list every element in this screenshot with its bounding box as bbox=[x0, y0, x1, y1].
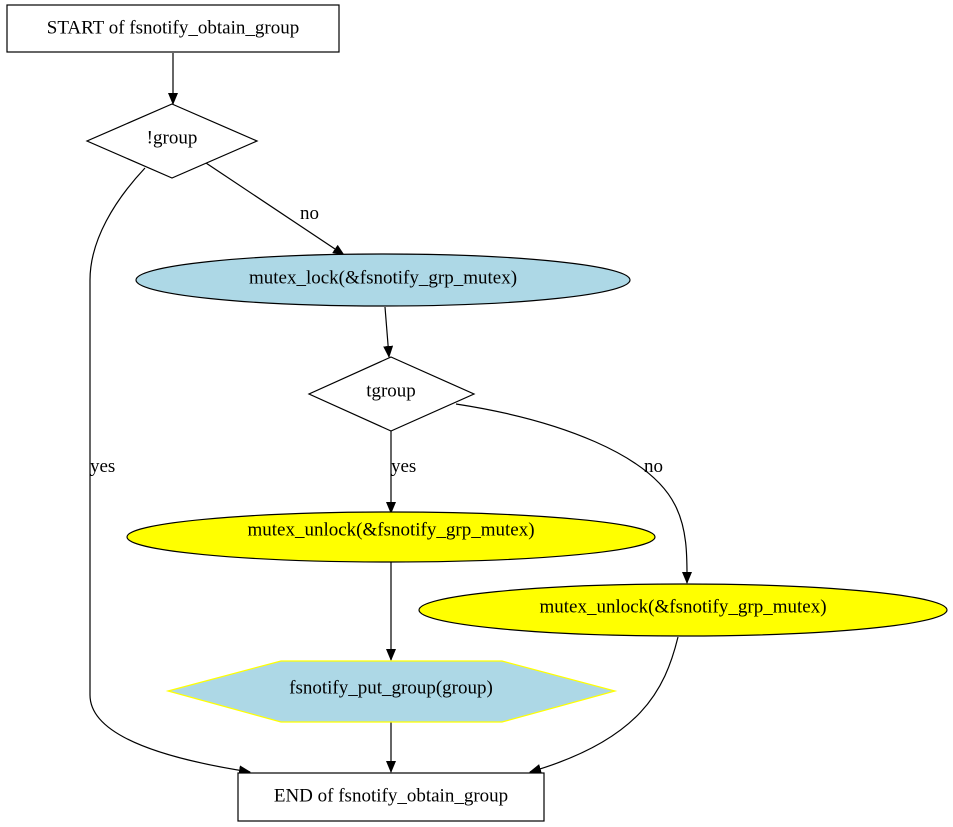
edge-lock-to-tgroup bbox=[383, 306, 394, 358]
edge-label-tgroup-yes: yes bbox=[391, 456, 416, 477]
edge-label-group-yes: yes bbox=[90, 456, 115, 477]
decision-tgroup-label: tgroup bbox=[366, 381, 416, 402]
decision-group: !group bbox=[85, 103, 259, 179]
edge-unlock-no-to-end bbox=[529, 636, 679, 774]
put-group-label: fsnotify_put_group(group) bbox=[289, 678, 493, 699]
edge-tgroup-no-to-unlock bbox=[455, 403, 693, 584]
edge-group-no-to-lock bbox=[205, 162, 345, 256]
lock-node: mutex_lock(&fsnotify_grp_mutex) bbox=[135, 253, 631, 307]
lock-label: mutex_lock(&fsnotify_grp_mutex) bbox=[249, 268, 517, 289]
edge-group-yes-to-end bbox=[89, 167, 251, 776]
decision-group-label: !group bbox=[147, 128, 198, 149]
decision-tgroup: tgroup bbox=[307, 356, 476, 432]
edge-labels: no yes yes no bbox=[90, 203, 663, 477]
start-label: START of fsnotify_obtain_group bbox=[47, 18, 299, 39]
put-group-node: fsnotify_put_group(group) bbox=[165, 660, 618, 723]
edge-label-group-no: no bbox=[300, 203, 319, 224]
start-node: START of fsnotify_obtain_group bbox=[6, 4, 340, 53]
unlock-yes-node: mutex_unlock(&fsnotify_grp_mutex) bbox=[126, 511, 656, 563]
unlock-no-node: mutex_unlock(&fsnotify_grp_mutex) bbox=[418, 583, 948, 637]
end-node: END of fsnotify_obtain_group bbox=[237, 772, 545, 822]
end-label: END of fsnotify_obtain_group bbox=[274, 786, 508, 807]
edge-label-tgroup-no: no bbox=[644, 456, 663, 477]
unlock-yes-label: mutex_unlock(&fsnotify_grp_mutex) bbox=[247, 520, 534, 541]
unlock-no-label: mutex_unlock(&fsnotify_grp_mutex) bbox=[539, 597, 826, 618]
edges bbox=[89, 53, 693, 776]
